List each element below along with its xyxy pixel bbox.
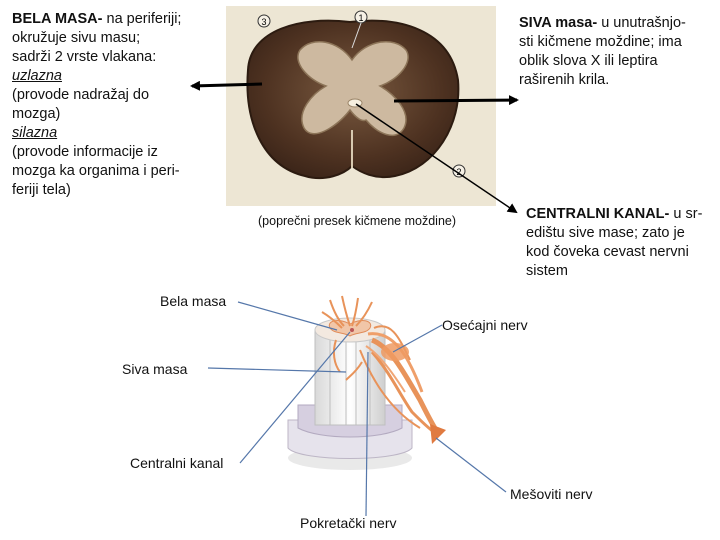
central-canal-description: CENTRALNI KANAL- u sr- edištu sive mase;… — [526, 206, 703, 279]
mixed-nerve-end — [430, 424, 446, 444]
pointer-gray-matter — [207, 367, 347, 373]
descending-term: silazna — [12, 125, 58, 141]
arrow-to-white-matter-text — [190, 80, 263, 91]
label-mixed-nerve: Mešoviti nerv — [510, 486, 593, 502]
spinal-cord-photo: 3 1 2 — [226, 6, 496, 206]
photo-marker-3: 3 — [261, 17, 266, 27]
gray-matter-photo — [297, 41, 409, 137]
ascending-term: uzlazna — [12, 68, 62, 84]
gray-matter-description: SIVA masa- u unutrašnjo- sti kičmene mož… — [519, 15, 686, 88]
pointer-sensory-nerve — [392, 324, 443, 353]
central-canal-title: CENTRALNI KANAL- — [526, 206, 670, 222]
pointer-white-matter — [237, 301, 338, 331]
label-sensory-nerve: Osećajni nerv — [442, 317, 528, 333]
pointer-lines — [207, 301, 507, 517]
photo-marker-1: 1 — [358, 13, 363, 23]
label-white-matter: Bela masa — [160, 293, 227, 309]
white-matter-title: BELA MASA- — [12, 11, 103, 27]
label-gray-matter: Siva masa — [122, 361, 188, 377]
arrow-to-gray-matter-text — [393, 95, 519, 106]
pointer-mixed-nerve — [435, 437, 507, 493]
photo-caption: (poprečni presek kičmene moždine) — [258, 214, 457, 228]
gray-matter-title: SIVA masa- — [519, 15, 598, 31]
photo-marker-2: 2 — [456, 167, 461, 177]
white-matter-description: BELA MASA- na periferiji; okružuje sivu … — [12, 10, 217, 200]
pointer-motor-nerve — [365, 351, 369, 517]
label-motor-nerve: Pokretački nerv — [300, 515, 397, 531]
arrow-to-central-canal-text — [355, 103, 518, 214]
pointer-central-canal — [239, 331, 351, 464]
label-central-canal: Centralni kanal — [130, 455, 224, 471]
